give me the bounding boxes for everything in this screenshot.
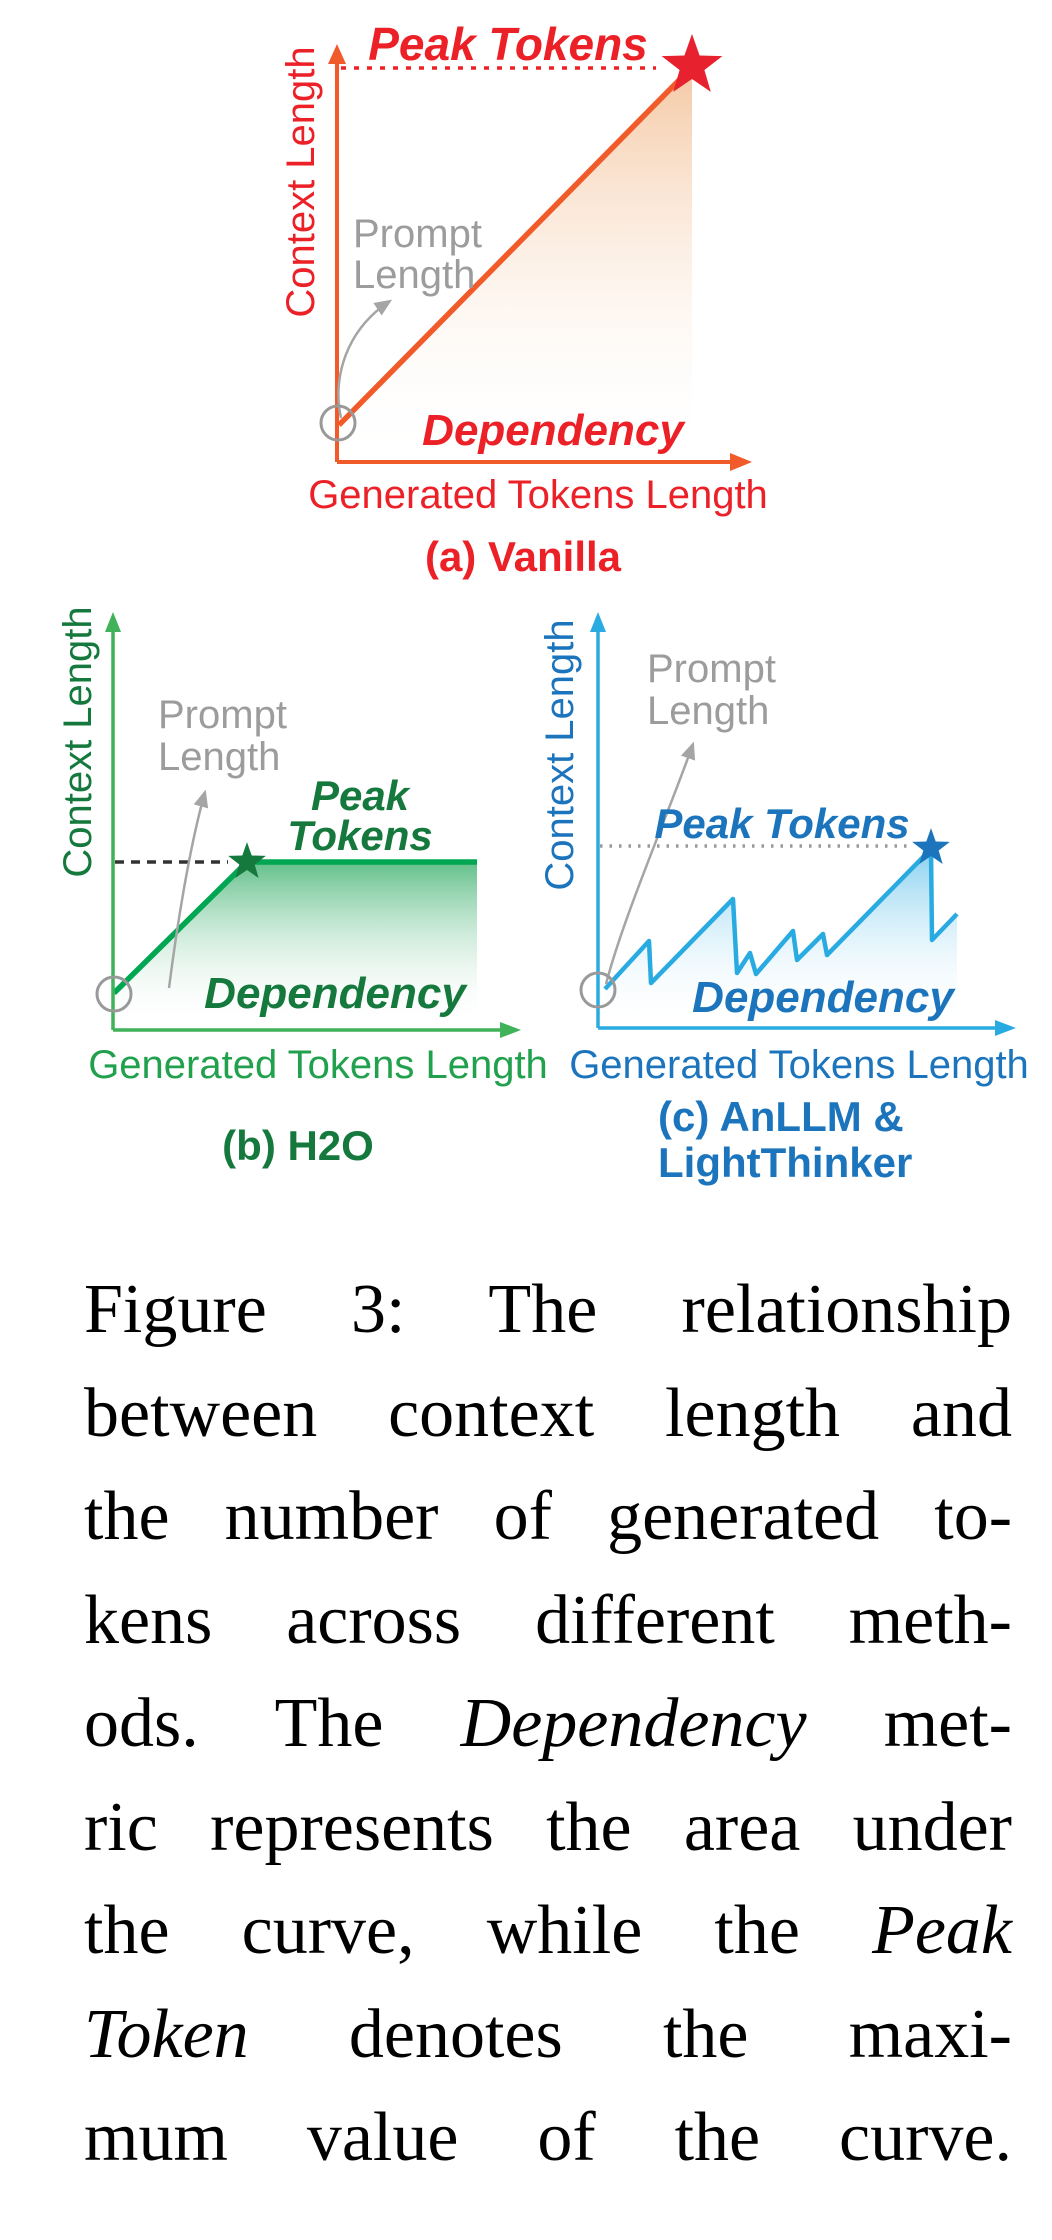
panel-c-caption-line2: LightThinker	[658, 1139, 912, 1186]
y-axis-label: Context Length	[56, 606, 100, 877]
dependency-label: Dependency	[204, 969, 468, 1018]
x-axis-arrow-icon	[500, 1022, 521, 1038]
panel-a-caption: (a) Vanilla	[425, 533, 622, 580]
origin-marker	[579, 971, 617, 1009]
panel-c-caption-line1: (c) AnLLM &	[658, 1093, 904, 1140]
caption-italic-term: Dependency	[460, 1685, 807, 1762]
x-axis-arrow-icon	[995, 1020, 1016, 1036]
area-under-curve	[339, 67, 692, 460]
y-axis-arrow-icon	[590, 612, 606, 632]
caption-text: Figure 3: The relationship	[84, 1271, 1012, 1348]
caption-line: the curve, while the Peak	[84, 1879, 1012, 1983]
area-under-curve	[605, 849, 957, 1026]
x-axis-arrow-icon	[730, 453, 752, 471]
context-growth-sawtooth-line	[603, 846, 959, 991]
caption-line: ric represents the area under	[84, 1776, 1012, 1880]
caption-italic-term: Token	[84, 1995, 249, 2073]
caption-text: denotes the maxi-	[248, 1995, 1012, 2073]
prompt-length-label-line1: Prompt	[158, 693, 287, 737]
caption-line: Token denotes the maxi-	[84, 1983, 1012, 2087]
peak-tokens-label: Peak Tokens	[368, 18, 648, 70]
caption-text: between context length and	[84, 1374, 1012, 1452]
prompt-length-arrow	[167, 789, 209, 989]
origin-marker	[319, 404, 357, 442]
caption-line: ods. The Dependency met-	[84, 1672, 1012, 1776]
y-axis-arrow-icon	[328, 44, 346, 64]
panel-b-h2o: Context Length Prompt Length Peak Tokens…	[56, 606, 548, 1169]
caption-line: the number of generated to-	[84, 1465, 1012, 1569]
y-axis-label: Context Length	[279, 46, 323, 317]
prompt-length-arrow	[337, 299, 393, 419]
prompt-length-label-line1: Prompt	[353, 212, 482, 256]
caption-italic-term: Peak	[872, 1892, 1012, 1969]
area-under-curve	[114, 862, 477, 1026]
panel-b-caption: (b) H2O	[222, 1122, 374, 1169]
context-growth-line	[337, 65, 694, 427]
caption-line: between context length and	[84, 1362, 1012, 1466]
x-axis-label: Generated Tokens Length	[569, 1043, 1029, 1087]
y-axis-arrow-icon	[105, 612, 121, 632]
peak-tokens-label-line2: Tokens	[287, 812, 432, 859]
prompt-length-label-line2: Length	[647, 689, 769, 733]
y-axis-label: Context Length	[538, 619, 582, 890]
caption-text: met-	[806, 1685, 1012, 1762]
prompt-length-label-line2: Length	[158, 735, 280, 779]
peak-tokens-label-line1: Peak	[311, 772, 412, 819]
prompt-length-arrow	[604, 741, 696, 985]
caption-text: the number of generated to-	[84, 1478, 1012, 1555]
figure-caption: Figure 3: The relationship between conte…	[84, 1258, 1012, 2190]
x-axis-label: Generated Tokens Length	[308, 473, 768, 517]
x-axis-label: Generated Tokens Length	[88, 1043, 548, 1087]
caption-line: Figure 3: The relationship	[84, 1258, 1012, 1362]
caption-text: mum value of the curve.	[84, 2099, 1012, 2176]
caption-text: kens across different meth-	[84, 1581, 1012, 1659]
panel-a-vanilla: Peak Tokens Context Length Prompt Length…	[279, 18, 768, 580]
caption-line: mum value of the curve.	[84, 2086, 1012, 2190]
prompt-length-label-line2: Length	[353, 253, 475, 297]
caption-text: the curve, while the	[84, 1892, 873, 1969]
peak-tokens-label: Peak Tokens	[654, 800, 909, 847]
caption-text: ric represents the area under	[84, 1788, 1012, 1866]
origin-marker	[95, 975, 133, 1013]
caption-line: kens across different meth-	[84, 1569, 1012, 1673]
prompt-length-label-line1: Prompt	[647, 647, 776, 691]
panel-c-anllm-lightthinker: Context Length Prompt Length Peak Tokens…	[538, 612, 1029, 1186]
caption-text: ods. The	[84, 1685, 461, 1762]
dependency-label: Dependency	[422, 406, 686, 455]
dependency-label: Dependency	[692, 973, 956, 1022]
